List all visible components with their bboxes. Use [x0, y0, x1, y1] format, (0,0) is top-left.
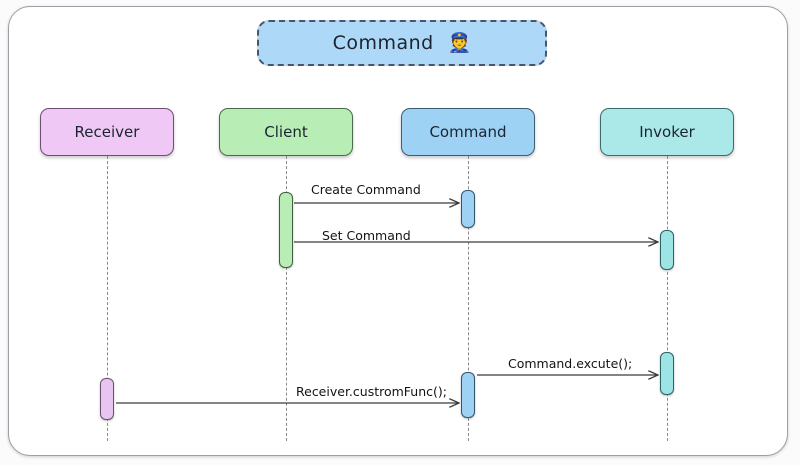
diagram-title-pill: Command 👮: [257, 20, 547, 66]
activation-receiver: [100, 378, 114, 420]
activation-command-execute: [461, 372, 475, 418]
participant-receiver[interactable]: Receiver: [40, 108, 174, 156]
page-title: Command: [332, 32, 434, 54]
participant-client[interactable]: Client: [219, 108, 353, 156]
lifeline-invoker: [667, 156, 668, 441]
participant-label-receiver: Receiver: [74, 123, 140, 141]
participant-label-invoker: Invoker: [639, 123, 695, 141]
participant-label-command: Command: [429, 123, 507, 141]
message-label-receiver-customfunc: Receiver.custromFunc();: [296, 384, 447, 399]
activation-invoker-set: [660, 230, 674, 270]
lifeline-receiver: [107, 156, 108, 441]
participant-command[interactable]: Command: [401, 108, 535, 156]
message-label-command-execute: Command.excute();: [508, 356, 633, 371]
police-officer-icon: 👮: [447, 31, 472, 54]
lifeline-command: [468, 156, 469, 441]
message-label-set-command: Set Command: [322, 228, 411, 243]
lifeline-client: [286, 156, 287, 441]
participant-label-client: Client: [264, 123, 308, 141]
activation-command-create: [461, 190, 475, 228]
message-label-create-command: Create Command: [311, 182, 421, 197]
participant-invoker[interactable]: Invoker: [600, 108, 734, 156]
activation-invoker-execute: [660, 352, 674, 395]
activation-client: [279, 192, 293, 268]
diagram-frame: [8, 6, 788, 456]
